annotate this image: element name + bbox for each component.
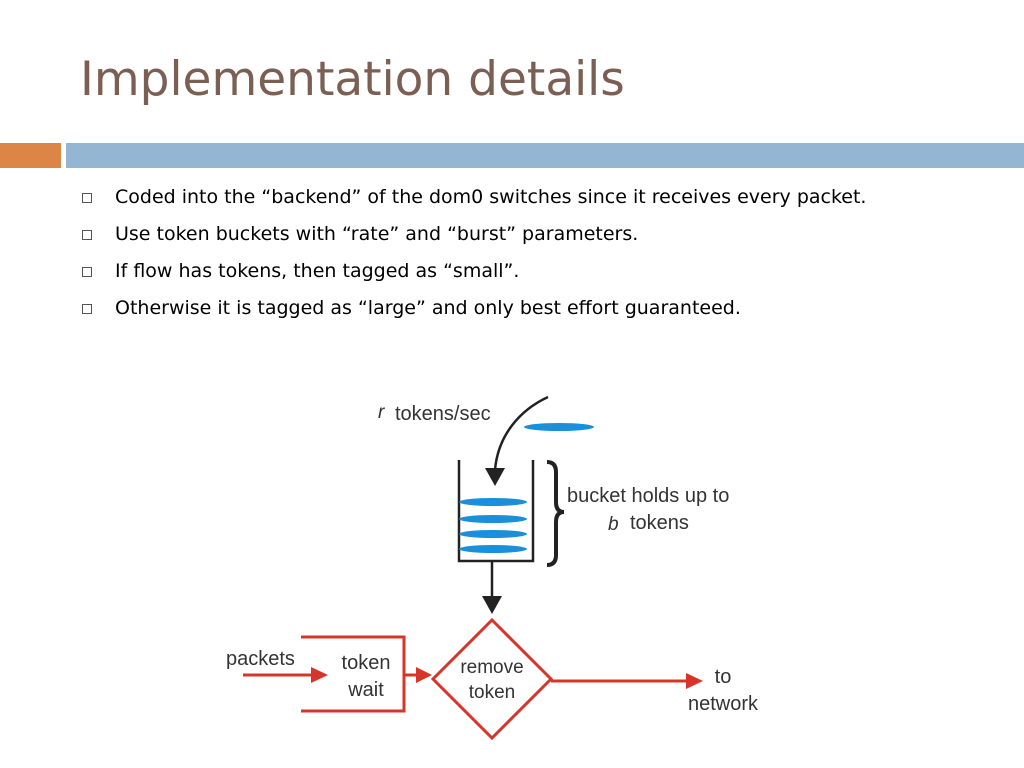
bucket: [457, 460, 535, 563]
remove-token-diamond: [430, 617, 554, 741]
square-bullet-icon: [82, 267, 92, 277]
bullet-list: Coded into the “backend” of the dom0 swi…: [80, 184, 940, 332]
bullet-item: Coded into the “backend” of the dom0 swi…: [80, 184, 940, 210]
remove-label-line2: token: [469, 682, 515, 703]
bullet-item: Use token buckets with “rate” and “burst…: [80, 221, 940, 247]
bucket-token: [459, 498, 527, 506]
bullet-item: Otherwise it is tagged as “large” and on…: [80, 295, 940, 321]
token-inflow-arrowhead: [485, 468, 505, 486]
token-inflow-arrow: [493, 395, 549, 471]
bucket-capacity-unit: tokens: [630, 512, 689, 534]
wait-label-line2: wait: [347, 679, 384, 701]
bucket-token: [459, 515, 527, 523]
packets-label: packets: [226, 648, 295, 670]
bucket-token: [459, 545, 527, 553]
bucket-capacity-label: bucket holds up to: [567, 485, 729, 507]
square-bullet-icon: [82, 230, 92, 240]
wait-label-line1: token: [342, 652, 391, 674]
rate-variable: r: [378, 402, 385, 423]
packets-arrowhead: [311, 667, 328, 683]
accent-bar-orange: [0, 143, 61, 168]
square-bullet-icon: [82, 304, 92, 314]
network-label-line2: network: [688, 693, 759, 715]
accent-bar-blue: [66, 143, 1024, 168]
bucket-capacity-variable: b: [608, 514, 619, 535]
bullet-text: Coded into the “backend” of the dom0 swi…: [115, 186, 867, 208]
wait-to-remove-arrowhead: [416, 667, 432, 683]
bullet-item: If flow has tokens, then tagged as “smal…: [80, 258, 940, 284]
capacity-brace: [546, 460, 565, 567]
bullet-text: If flow has tokens, then tagged as “smal…: [115, 260, 520, 282]
bucket-token: [459, 530, 527, 538]
rate-label: tokens/sec: [395, 403, 491, 425]
square-bullet-icon: [82, 193, 92, 203]
slide-title: Implementation details: [80, 52, 625, 107]
incoming-token: [524, 423, 594, 431]
bucket-to-remove-arrowhead: [482, 596, 502, 614]
remove-label-line1: remove: [460, 657, 523, 678]
network-label-line1: to: [715, 666, 732, 688]
to-network-arrowhead: [686, 673, 703, 689]
bullet-text: Otherwise it is tagged as “large” and on…: [115, 297, 741, 319]
bullet-text: Use token buckets with “rate” and “burst…: [115, 223, 639, 245]
